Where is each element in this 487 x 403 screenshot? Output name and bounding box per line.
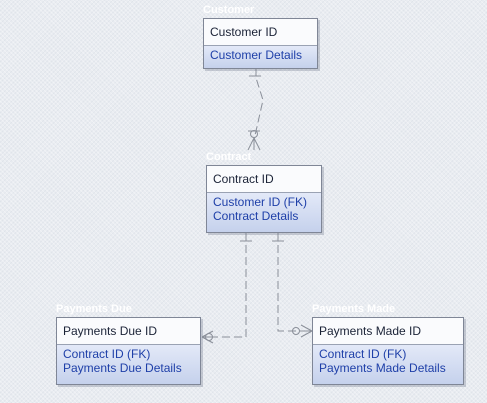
entity-name: Contract bbox=[206, 151, 252, 163]
relationship-contract-payments-made[interactable] bbox=[272, 233, 313, 338]
crowfoot-top bbox=[300, 324, 313, 332]
entity-box: Payments Due ID Contract ID (FK) Payment… bbox=[56, 317, 201, 385]
zero-or-many-marker-circle bbox=[250, 130, 258, 138]
attribute-list: Contract ID (FK) Payments Due Details bbox=[57, 345, 200, 384]
attribute: Contract Details bbox=[213, 209, 299, 223]
attribute: Customer ID (FK) bbox=[213, 195, 308, 209]
entity-customer[interactable]: Customer Customer ID Customer Details bbox=[203, 4, 318, 69]
attribute: Payments Made Details bbox=[319, 361, 446, 375]
attribute: Contract ID (FK) bbox=[319, 347, 407, 361]
crowfoot-right bbox=[253, 137, 261, 151]
entity-box: Contract ID Customer ID (FK) Contract De… bbox=[206, 165, 322, 233]
entity-contract[interactable]: Contract Contract ID Customer ID (FK) Co… bbox=[206, 151, 322, 233]
entity-name: Customer bbox=[203, 4, 255, 16]
primary-key: Contract ID bbox=[207, 166, 321, 193]
primary-key: Customer ID bbox=[204, 19, 317, 46]
entity-name: Payments Due bbox=[56, 303, 132, 315]
crowfoot-left bbox=[247, 137, 255, 151]
attribute-list: Customer Details bbox=[204, 46, 317, 68]
entity-box: Payments Made ID Contract ID (FK) Paymen… bbox=[312, 317, 464, 385]
primary-key: Payments Due ID bbox=[57, 318, 200, 345]
attribute-list: Contract ID (FK) Payments Made Details bbox=[313, 345, 463, 384]
relationship-customer-contract[interactable] bbox=[247, 68, 264, 151]
connector-line bbox=[253, 68, 264, 141]
crowfoot-bottom bbox=[300, 330, 313, 338]
attribute-list: Customer ID (FK) Contract Details bbox=[207, 193, 321, 232]
attribute: Payments Due Details bbox=[63, 361, 182, 375]
relationship-contract-payments-due[interactable] bbox=[201, 233, 252, 344]
zero-marker-circle bbox=[205, 333, 213, 341]
primary-key: Payments Made ID bbox=[313, 318, 463, 345]
zero-marker-circle bbox=[292, 327, 300, 335]
attribute: Contract ID (FK) bbox=[63, 347, 151, 361]
attribute: Customer Details bbox=[210, 48, 303, 62]
entity-name: Payments Made bbox=[312, 303, 396, 315]
connector-line bbox=[277, 233, 312, 332]
connector-line bbox=[202, 233, 247, 338]
entity-box: Customer ID Customer Details bbox=[203, 18, 318, 69]
entity-payments-due[interactable]: Payments Due Payments Due ID Contract ID… bbox=[56, 303, 201, 385]
entity-payments-made[interactable]: Payments Made Payments Made ID Contract … bbox=[312, 303, 464, 385]
